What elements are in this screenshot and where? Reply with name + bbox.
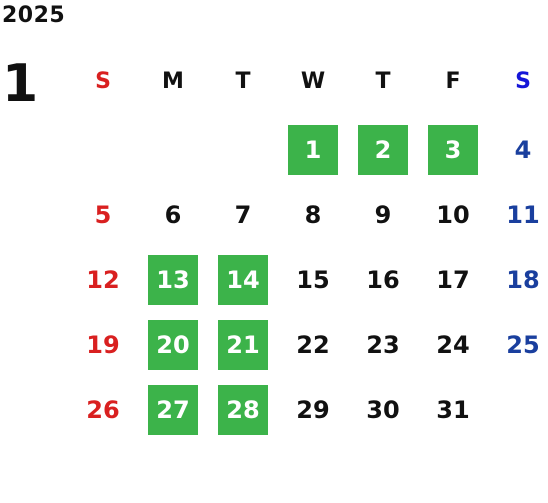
calendar-day-14[interactable]: 14 (218, 255, 268, 305)
calendar-day-18[interactable]: 18 (506, 266, 540, 294)
calendar-day-10[interactable]: 10 (436, 201, 470, 229)
calendar-day-2[interactable]: 2 (358, 125, 408, 175)
calendar-day-31[interactable]: 31 (436, 396, 470, 424)
calendar-day-7[interactable]: 7 (234, 201, 252, 229)
calendar-day-17[interactable]: 17 (436, 266, 470, 294)
calendar-day-8[interactable]: 8 (304, 201, 322, 229)
calendar-day-9[interactable]: 9 (374, 201, 392, 229)
calendar-day-12[interactable]: 12 (86, 266, 120, 294)
weekday-header-tue: T (235, 68, 251, 94)
calendar-day-3[interactable]: 3 (428, 125, 478, 175)
calendar-day-1[interactable]: 1 (288, 125, 338, 175)
calendar-month: 1 (2, 54, 39, 114)
calendar-day-25[interactable]: 25 (506, 331, 540, 359)
calendar-day-6[interactable]: 6 (164, 201, 182, 229)
calendar-day-22[interactable]: 22 (296, 331, 330, 359)
weekday-header-wed: W (300, 68, 326, 94)
calendar-day-26[interactable]: 26 (86, 396, 120, 424)
calendar-day-4[interactable]: 4 (514, 136, 532, 164)
calendar-day-27[interactable]: 27 (148, 385, 198, 435)
calendar-day-16[interactable]: 16 (366, 266, 400, 294)
weekday-header-mon: M (162, 68, 184, 94)
calendar-day-24[interactable]: 24 (436, 331, 470, 359)
weekday-header-thu: T (375, 68, 391, 94)
calendar-day-28[interactable]: 28 (218, 385, 268, 435)
calendar-day-30[interactable]: 30 (366, 396, 400, 424)
calendar-day-13[interactable]: 13 (148, 255, 198, 305)
calendar-day-20[interactable]: 20 (148, 320, 198, 370)
weekday-header-fri: F (445, 68, 461, 94)
weekday-header-sun: S (95, 68, 111, 94)
calendar-day-5[interactable]: 5 (94, 201, 112, 229)
calendar-day-15[interactable]: 15 (296, 266, 330, 294)
weekday-header-sat: S (515, 68, 531, 94)
calendar-day-11[interactable]: 11 (506, 201, 540, 229)
calendar-day-21[interactable]: 21 (218, 320, 268, 370)
calendar-year: 2025 (2, 3, 66, 28)
calendar-day-19[interactable]: 19 (86, 331, 120, 359)
calendar-day-29[interactable]: 29 (296, 396, 330, 424)
calendar-day-23[interactable]: 23 (366, 331, 400, 359)
